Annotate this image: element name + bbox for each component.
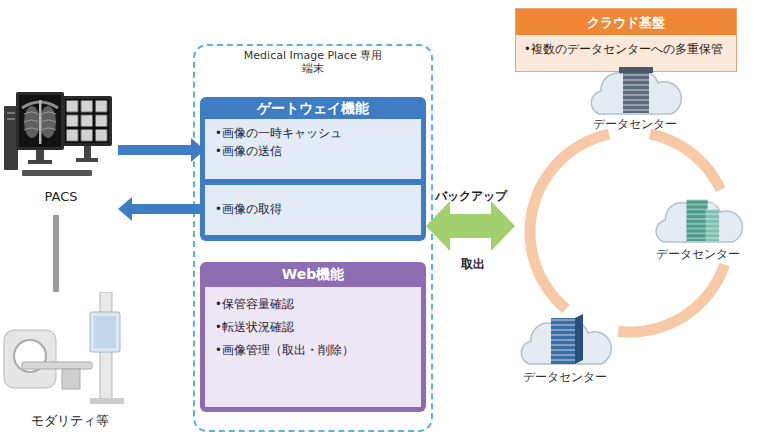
modality-device-icon xyxy=(2,292,137,407)
cloud-header: クラウド基盤 xyxy=(516,9,736,35)
data-center-icon xyxy=(585,64,685,116)
box-text: •転送状況確認 xyxy=(215,316,411,339)
arrow-label: 取出 xyxy=(461,256,485,273)
data-center-group: データセンター xyxy=(650,192,746,262)
box-text: •複数のデータセンターへの多重保管 xyxy=(524,41,728,57)
box-heading: Web機能 xyxy=(205,262,421,287)
box-text: •画像の一時キャッシュ xyxy=(215,125,411,143)
backup-arrow xyxy=(450,214,491,238)
edge-label: バックアップ xyxy=(435,188,507,205)
icon-label: モダリティ等 xyxy=(2,413,137,429)
transfer-arrow xyxy=(132,204,205,214)
function-item-box: •画像の取得 xyxy=(205,185,421,235)
icon-label: データセンター xyxy=(656,246,740,262)
pacs-device: PACS xyxy=(4,88,118,215)
modality-device: モダリティ等 xyxy=(2,292,137,438)
icon-label: データセンター xyxy=(523,369,607,385)
box-text: •画像管理（取出・削除） xyxy=(215,339,411,362)
data-center-group: データセンター xyxy=(515,311,615,385)
link-line xyxy=(53,215,59,292)
cloud-body: •複数のデータセンターへの多重保管 xyxy=(516,35,736,63)
box-text: Medical Image Place 専用端末 xyxy=(243,49,383,75)
pacs-device-icon xyxy=(4,88,114,183)
box-text: •保管容量確認 xyxy=(215,293,411,316)
ring-link xyxy=(650,134,721,190)
ring-link xyxy=(618,264,725,332)
box-heading: クラウド基盤 xyxy=(516,9,736,35)
data-center: データセンター xyxy=(565,64,705,136)
icon-label: PACS xyxy=(4,189,118,205)
function-box: •画像の一時キャッシュ•画像の送信 •画像の取得ゲートウェイ機能 xyxy=(200,97,426,241)
data-center-icon xyxy=(515,311,615,369)
icon-label: データセンター xyxy=(593,116,677,132)
box-text: •画像の送信 xyxy=(215,143,411,161)
transfer-arrow xyxy=(118,145,191,155)
function-box: Web機能•保管容量確認•転送状況確認•画像管理（取出・削除） xyxy=(200,262,426,412)
ring-link xyxy=(530,134,609,309)
cloud-box: クラウド基盤 •複数のデータセンターへの多重保管 xyxy=(515,8,737,72)
function-item-box: •画像の一時キャッシュ•画像の送信 xyxy=(205,119,421,179)
data-center: データセンター xyxy=(646,192,750,266)
device-region: •画像の一時キャッシュ•画像の送信•画像の取得ゲートウェイ機能Web機能•保管容… xyxy=(193,44,433,432)
data-center-group: データセンター xyxy=(585,64,685,132)
data-center-icon xyxy=(650,192,746,246)
function-list: •保管容量確認•転送状況確認•画像管理（取出・削除） xyxy=(205,287,421,407)
box-text: •画像の取得 xyxy=(215,201,411,219)
box-heading: ゲートウェイ機能 xyxy=(200,97,426,117)
